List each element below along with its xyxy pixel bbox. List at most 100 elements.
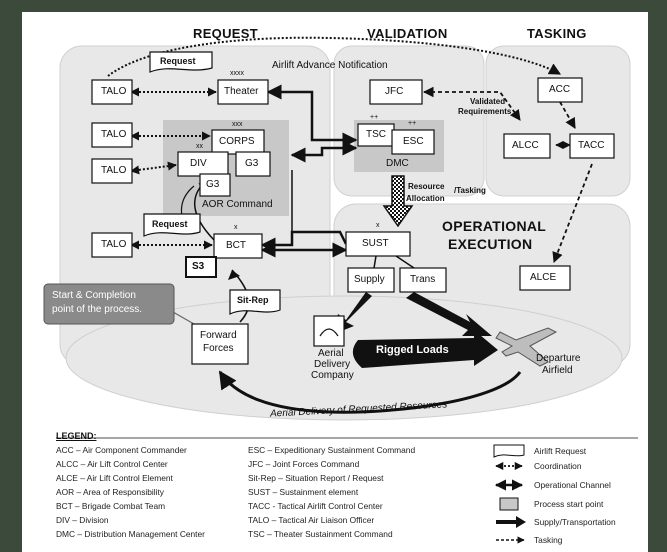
legend-tsc: TSC – Theater Sustainment Command [248, 529, 393, 539]
adc-label-3: Company [311, 370, 354, 381]
header-validation: VALIDATION [367, 26, 448, 41]
request-label-top: Request [160, 56, 196, 66]
corps-dmc-channel [290, 140, 358, 163]
talo-label-3: TALO [101, 165, 127, 176]
legend-esc: ESC – Expeditionary Sustainment Command [248, 445, 416, 455]
s3-label: S3 [192, 261, 205, 272]
supply-box [347, 267, 395, 293]
aerial-delivery-arc [218, 370, 522, 414]
bct-box [213, 233, 263, 259]
tsc-label: TSC [366, 129, 386, 140]
trans-airfield-arrow [406, 292, 492, 336]
resource-label-1: Resource [408, 182, 445, 191]
tacc-box [569, 133, 615, 159]
alcc-label: ALCC [512, 140, 539, 151]
tacc-label: TACC [578, 140, 605, 151]
talo-box-4 [91, 232, 133, 258]
forward-label-2: Forces [203, 343, 234, 354]
resource-allocation-arrow [382, 175, 414, 228]
alcc-box [503, 133, 551, 159]
airplane-icon [495, 327, 558, 367]
legend-process-start: Process start point [534, 499, 604, 509]
header-operational: OPERATIONAL [442, 218, 547, 234]
header-execution: EXECUTION [448, 236, 533, 252]
esc-label: ESC [403, 136, 424, 147]
theater-echelon: xxxx [230, 70, 244, 77]
bct-echelon: x [234, 224, 238, 231]
legend-title: LEGEND: [56, 431, 97, 441]
talo-label-2: TALO [101, 129, 127, 140]
forward-forces-box [191, 323, 249, 365]
legend-supply-transportation: Supply/Transportation [534, 517, 616, 527]
corps-label: CORPS [219, 136, 255, 147]
legend-alce: ALCE – Air Lift Control Element [56, 473, 173, 483]
sitrep-head [228, 270, 240, 280]
div-box [177, 151, 229, 177]
bct-label: BCT [226, 240, 246, 251]
sust-trans-link [395, 255, 415, 269]
start-callout-box [43, 283, 175, 325]
sust-echelon: x [376, 222, 380, 229]
adc-label-1: Aerial [318, 348, 344, 359]
g3-div-label: G3 [206, 179, 220, 190]
airfield-label-2: Airfield [542, 365, 573, 376]
theater-tsc-channel [266, 84, 358, 148]
forward-label-1: Forward [200, 330, 237, 341]
validated-label-2: Requirements [458, 107, 512, 116]
request-label-mid: Request [152, 219, 188, 229]
jfc-alcc-tasking [422, 86, 521, 121]
legend-bct: BCT – Brigade Combat Team [56, 501, 166, 511]
legend-coordination: Coordination [534, 461, 582, 471]
sust-box [345, 231, 411, 257]
esc-box [391, 129, 435, 155]
resource-label-2: Allocation [406, 194, 445, 203]
jfc-label: JFC [385, 86, 404, 97]
g3-corps-label: G3 [245, 158, 259, 169]
legend-sitrep: Sit-Rep – Situation Report / Request [248, 473, 384, 483]
airlift-advance-label: Airlift Advance Notification [272, 60, 388, 71]
acc-label: ACC [549, 84, 571, 95]
callout-line-1: Start & Completion [52, 290, 136, 301]
request-flag-top [149, 51, 213, 73]
callout-line-2: point of the process. [52, 304, 143, 315]
legend-airlift-request-icon [493, 444, 525, 458]
legend-aor: AOR – Area of Responsibility [56, 487, 164, 497]
talo-div-coord [130, 161, 177, 175]
g3-div-box [199, 173, 231, 197]
acc-tacc-tasking [559, 101, 576, 129]
adc-box [313, 315, 345, 347]
adc-label-2: Delivery [314, 359, 351, 370]
tacc-alce-tasking [552, 163, 593, 264]
talo-box-2 [91, 122, 133, 148]
aor-command-label: AOR Command [202, 199, 273, 210]
sitrep-label: Sit-Rep [237, 295, 269, 305]
sust-label: SUST [362, 238, 389, 249]
legend-jfc: JFC – Joint Forces Command [248, 459, 360, 469]
legend-talo: TALO – Tactical Air Liaison Officer [248, 515, 375, 525]
alce-label: ALCE [530, 272, 557, 283]
request-path-top [107, 36, 562, 77]
tasking-label: /Tasking [454, 186, 486, 195]
talo-label-1: TALO [101, 86, 127, 97]
acc-box [537, 77, 583, 103]
sust-supply-link [373, 255, 377, 269]
theater-box [217, 79, 269, 105]
s3-box [185, 256, 217, 278]
legend-start-point-icon [499, 497, 519, 511]
trans-box [399, 267, 447, 293]
airfield-label-1: Departure [536, 353, 581, 364]
legend-tacc: TACC - Tactical Airlift Control Center [248, 501, 383, 511]
div-label: DIV [190, 158, 207, 169]
jfc-box [369, 79, 423, 105]
tsc-echelon: ++ [370, 114, 379, 121]
rigged-loads-label: Rigged Loads [376, 344, 449, 356]
corps-box [211, 129, 265, 155]
request-flag-mid [143, 213, 201, 237]
talo-box-1 [91, 79, 133, 105]
talo-box-3 [91, 158, 133, 184]
trans-label: Trans [410, 274, 436, 285]
legend-acc: ACC – Air Component Commander [56, 445, 187, 455]
talo-label-4: TALO [101, 239, 127, 250]
